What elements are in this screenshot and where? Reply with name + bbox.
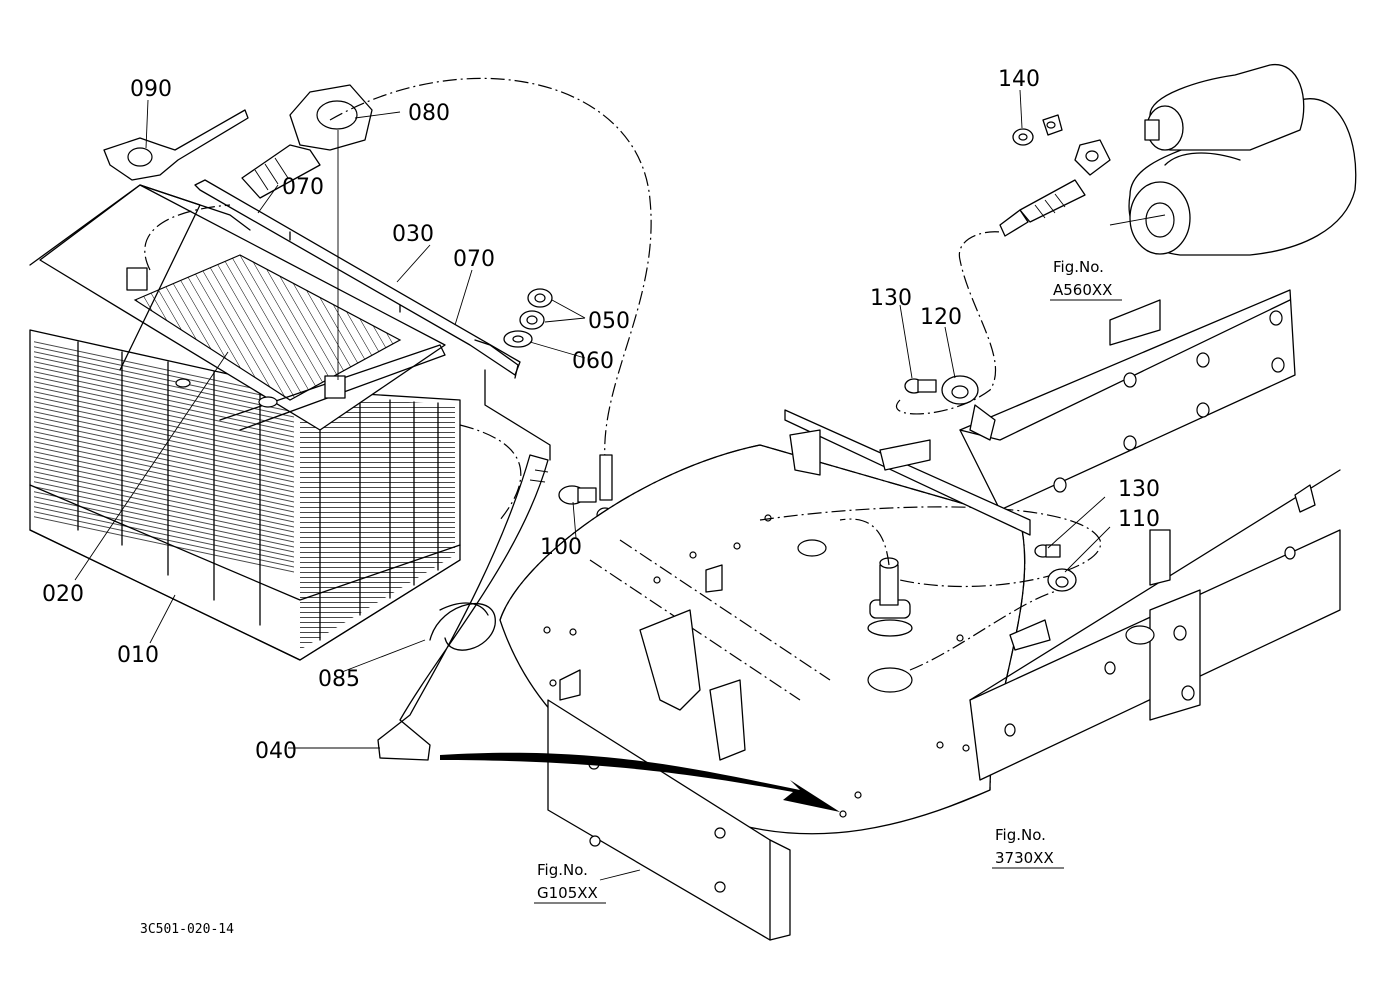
hold-down-bar bbox=[194, 179, 521, 379]
fig-ref-bracket: Fig.No. G105XX bbox=[534, 861, 606, 904]
nuts-washer bbox=[503, 288, 553, 348]
leader-lines bbox=[74, 89, 1166, 881]
clamp-120 bbox=[904, 375, 996, 441]
fig-ref-frame-label: Fig.No. bbox=[995, 826, 1046, 844]
ground-cable bbox=[377, 454, 549, 761]
label-080: 080 bbox=[408, 101, 450, 126]
label-100: 100 bbox=[540, 535, 582, 560]
negative-terminal bbox=[103, 109, 249, 181]
label-130-b: 130 bbox=[1118, 477, 1160, 502]
main-frame bbox=[784, 289, 1341, 781]
label-070-a: 070 bbox=[282, 175, 324, 200]
floor-plate bbox=[499, 444, 1101, 835]
cable-tie bbox=[429, 602, 496, 651]
battery-top-frame bbox=[29, 184, 446, 431]
starter-cable-path bbox=[896, 231, 1001, 415]
label-060: 060 bbox=[572, 349, 614, 374]
fig-ref-starter: Fig.No. A560XX bbox=[1050, 258, 1122, 301]
fig-ref-starter-label: Fig.No. bbox=[1053, 258, 1104, 276]
label-140: 140 bbox=[998, 67, 1040, 92]
label-030: 030 bbox=[392, 222, 434, 247]
label-050: 050 bbox=[588, 309, 630, 334]
label-010: 010 bbox=[117, 643, 159, 668]
label-120: 120 bbox=[920, 305, 962, 330]
part-labels: 090 080 070 030 070 050 060 020 010 085 … bbox=[42, 67, 1160, 764]
label-130-a: 130 bbox=[870, 286, 912, 311]
starter-cable-end bbox=[999, 114, 1111, 237]
positive-cable-path bbox=[329, 77, 652, 461]
battery bbox=[29, 329, 461, 661]
label-070-b: 070 bbox=[453, 247, 495, 272]
label-020: 020 bbox=[42, 582, 84, 607]
cable-guide-line-2 bbox=[459, 424, 522, 521]
fig-ref-bracket-code: G105XX bbox=[537, 884, 598, 902]
positive-terminal bbox=[241, 84, 373, 199]
assembly-arrow bbox=[440, 752, 840, 812]
clamp-110 bbox=[1034, 544, 1077, 592]
battery-switch bbox=[839, 518, 1061, 671]
fig-ref-frame-code: 3730XX bbox=[995, 849, 1054, 867]
fig-ref-starter-code: A560XX bbox=[1053, 281, 1112, 299]
label-090: 090 bbox=[130, 77, 172, 102]
label-040: 040 bbox=[255, 739, 297, 764]
drawing-code: 3C501-020-14 bbox=[140, 922, 234, 937]
label-085: 085 bbox=[318, 667, 360, 692]
cable-guide-line bbox=[144, 204, 231, 271]
label-110: 110 bbox=[1118, 507, 1160, 532]
fig-ref-bracket-label: Fig.No. bbox=[537, 861, 588, 879]
starter-motor bbox=[1128, 64, 1357, 256]
fig-ref-frame: Fig.No. 3730XX bbox=[992, 826, 1064, 869]
